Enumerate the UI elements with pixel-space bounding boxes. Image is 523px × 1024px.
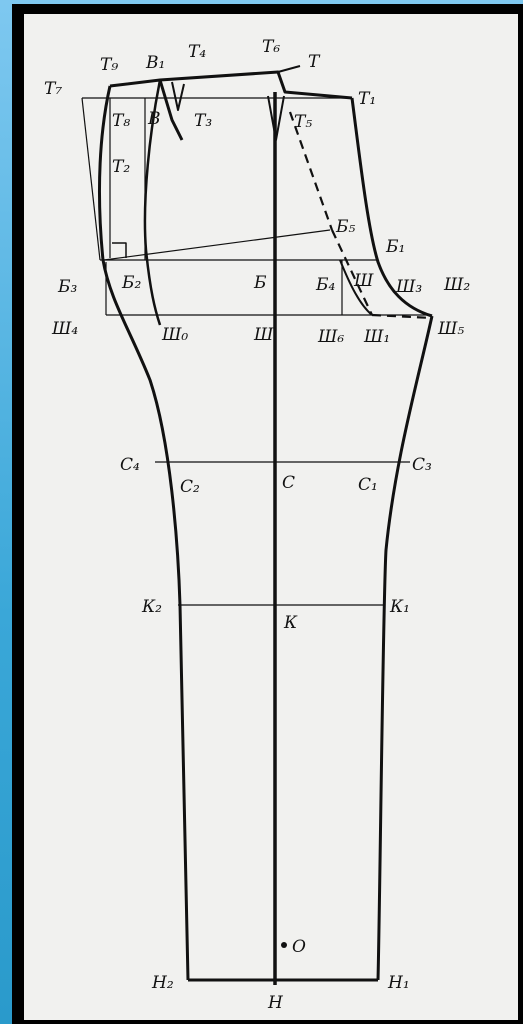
front-dart — [267, 95, 285, 141]
label-h1: Н₁ — [387, 973, 410, 993]
label-k2: К₂ — [141, 597, 162, 617]
drawing-sheet — [24, 14, 518, 1020]
side-seam — [97, 85, 190, 981]
label-v1: В₁ — [145, 53, 165, 73]
inseam — [376, 315, 434, 981]
label-sh: Ш — [353, 271, 374, 291]
dashed-line-b5-sh1 — [331, 229, 373, 316]
label-h2: Н₂ — [151, 973, 174, 993]
label-h: Н — [267, 993, 284, 1013]
label-k: К — [283, 613, 298, 633]
label-c3: С₃ — [412, 455, 432, 475]
label-t7: Т₇ — [44, 79, 62, 99]
label-sh5: Ш₅ — [437, 319, 464, 339]
label-b1: Б₁ — [385, 237, 405, 257]
waist-extension — [277, 65, 301, 73]
label-c1: С₁ — [358, 475, 378, 495]
label-sh6: Ш₆ — [317, 327, 344, 347]
label-b4: Б₄ — [315, 275, 335, 295]
label-t: Т — [308, 52, 321, 72]
line-t7-b3 — [81, 97, 101, 261]
label-b: Б — [253, 273, 267, 293]
crotch-curve — [350, 97, 433, 318]
label-k1: К₁ — [389, 597, 410, 617]
point-o — [281, 942, 287, 948]
label-b5: Б₅ — [335, 217, 355, 237]
label-c: С — [282, 473, 295, 493]
label-t5: Т₅ — [294, 112, 312, 132]
label-t9: Т₉ — [100, 55, 118, 75]
label-sh3: Ш₃ — [395, 277, 422, 297]
pocket-dart-right — [171, 81, 185, 111]
pocket-dart-left — [158, 79, 184, 141]
fly-curve — [339, 259, 373, 316]
label-t1: Т₁ — [358, 89, 376, 109]
dashed-line-t5-b5 — [288, 111, 334, 231]
label-sh4: Ш₄ — [51, 319, 78, 339]
pocket-curve — [143, 79, 162, 326]
label-t8: Т₈ — [112, 111, 130, 131]
dashed-line-sh1-sh5 — [371, 313, 433, 320]
label-sh1: Ш₁ — [363, 327, 390, 347]
label-v: В — [147, 109, 161, 129]
label-sh-center: Ш — [253, 325, 274, 345]
label-sh2: Ш₂ — [443, 275, 470, 295]
label-t4: Т₄ — [188, 42, 206, 62]
label-t6: Т₆ — [262, 37, 280, 57]
dashed-lines — [288, 111, 433, 320]
line-b3-b5 — [103, 229, 331, 261]
label-c4: С₄ — [120, 455, 140, 475]
point-labels: Т₉ В₁ Т₄ Т₆ Т Т₇ Т₁ Т₈ В Т₃ Т₅ Т₂ Б₅ Б₁ … — [44, 37, 470, 1013]
pattern-outline — [97, 65, 434, 985]
label-b3: Б₃ — [57, 277, 77, 297]
label-sh0: Ш₀ — [161, 325, 188, 345]
label-c2: С₂ — [180, 477, 200, 497]
label-t2: Т₂ — [112, 157, 130, 177]
label-b2: Б₂ — [121, 273, 141, 293]
label-t3: Т₃ — [194, 111, 212, 131]
right-angle-mark — [112, 242, 127, 258]
label-o: О — [292, 937, 306, 957]
